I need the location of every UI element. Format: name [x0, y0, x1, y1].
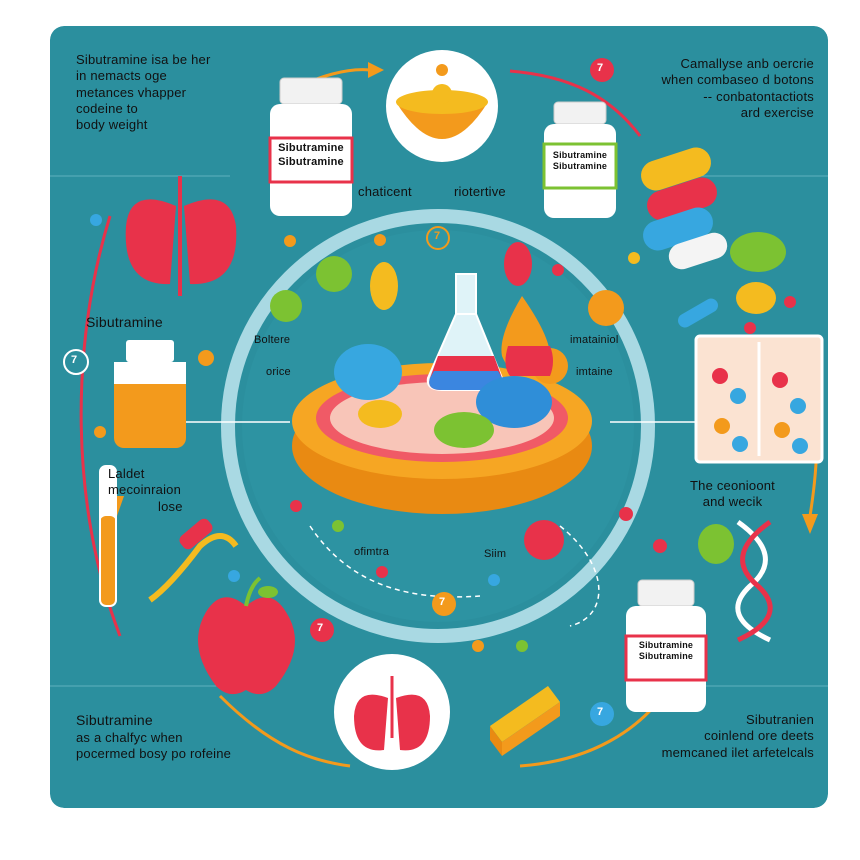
label-siim: Siim: [484, 548, 507, 560]
badge-number-top: 7: [597, 62, 604, 74]
flask-icon: [426, 273, 504, 391]
label-imtaine: imtaine: [576, 366, 613, 378]
orange-bottle-icon: [114, 340, 186, 448]
badge-bottom-right: [590, 702, 614, 726]
pill-bottle-icon-bottom: [624, 579, 708, 712]
label-orice: orice: [266, 366, 291, 378]
lungs-icon: [125, 176, 237, 296]
pill-red-2: [524, 520, 564, 560]
pill-blue-large: [334, 344, 402, 400]
outer-arrow-bottom: [218, 694, 351, 768]
badge-bottom-center: [432, 592, 456, 616]
right-lower-text: The ceonioont and wecik: [690, 478, 775, 510]
pill-green-2: [270, 290, 302, 322]
arrow-head-top: [368, 62, 384, 78]
badge-center: [426, 226, 450, 250]
label-boltere: Boltere: [254, 334, 291, 346]
label-riotertive: riotertive: [454, 184, 506, 199]
pill-yellow-plate: [358, 400, 402, 428]
pill-green-1: [316, 256, 352, 292]
text-line: ard exercise: [740, 104, 814, 120]
label-imatainiol: imatainiol: [570, 334, 619, 346]
top-right-text: Camallyse anb oercrie when combaseo d bo…: [661, 56, 814, 121]
text-line: when combaseo d botons: [661, 72, 814, 88]
badge-left: [63, 349, 89, 375]
badge-bottom-left: [310, 618, 334, 642]
molecule-panel: [694, 334, 824, 464]
badge-number-center: 7: [434, 230, 441, 242]
text-line: Sibutramine isa be her: [76, 52, 211, 67]
badge-number-bottom-left: 7: [317, 622, 324, 634]
text-line: in nemacts oge: [76, 68, 167, 84]
connector-dashed-2: [559, 525, 600, 627]
infographic-poster: Sibutramine isa be her in nemacts oge me…: [50, 26, 828, 808]
bottom-left-text: Sibutramine as a chalfyc when pocermed b…: [76, 712, 232, 761]
left-middle-label: Sibutramine: [86, 314, 163, 330]
text-line: -- conbatontactiots: [703, 88, 814, 104]
label-ofimtra: ofimtra: [354, 546, 390, 558]
pill-bottle-icon: [268, 77, 354, 216]
bottle-label-bottom-right: Sibutramine Sibutramine: [638, 640, 694, 662]
infographic-artwork: [50, 26, 828, 808]
badge-number-bottom-right: 7: [597, 706, 604, 718]
text-line: codeine to: [76, 100, 138, 116]
text-line: metances vhapper: [76, 84, 187, 100]
pill-bottle-icon-right: [542, 101, 618, 218]
text-line: Camallyse anb oercrie: [680, 56, 814, 71]
pill-orange-1: [588, 290, 624, 326]
text-line: body weight: [76, 117, 148, 132]
bottle-label-top-right: Sibutramine Sibutramine: [552, 150, 608, 172]
droplet-red: [505, 346, 553, 376]
bowl-icon: [386, 50, 498, 162]
syringe-icon: [99, 465, 239, 607]
left-lower-text: Laldet mecoinraion lose: [108, 466, 183, 514]
label-chaticent: chaticent: [358, 184, 412, 199]
pill-yellow-1: [370, 262, 398, 310]
badge-number-left: 7: [71, 354, 78, 366]
pill-blue-right: [476, 376, 552, 428]
arrow-head-right: [802, 514, 818, 534]
apple-icon: [198, 576, 295, 695]
central-circle: [221, 209, 655, 643]
bottle-label-top-left: Sibutramine Sibutramine: [278, 142, 344, 168]
pill-green-plate: [434, 412, 494, 448]
badge-top: [590, 58, 614, 82]
capsules-right: [641, 147, 786, 328]
outer-arrow-top-right: [509, 69, 642, 137]
bottom-right-text: Sibutranien coinlend ore deets memcaned …: [661, 712, 814, 760]
badge-number-bottom: 7: [439, 596, 446, 608]
top-left-text: Sibutramine isa be her in nemacts oge me…: [76, 52, 210, 133]
lungs-icon-bottom: [334, 654, 450, 770]
cheese-icon: [490, 686, 560, 756]
dna-icon: [698, 519, 773, 643]
pill-red-1: [504, 242, 532, 286]
